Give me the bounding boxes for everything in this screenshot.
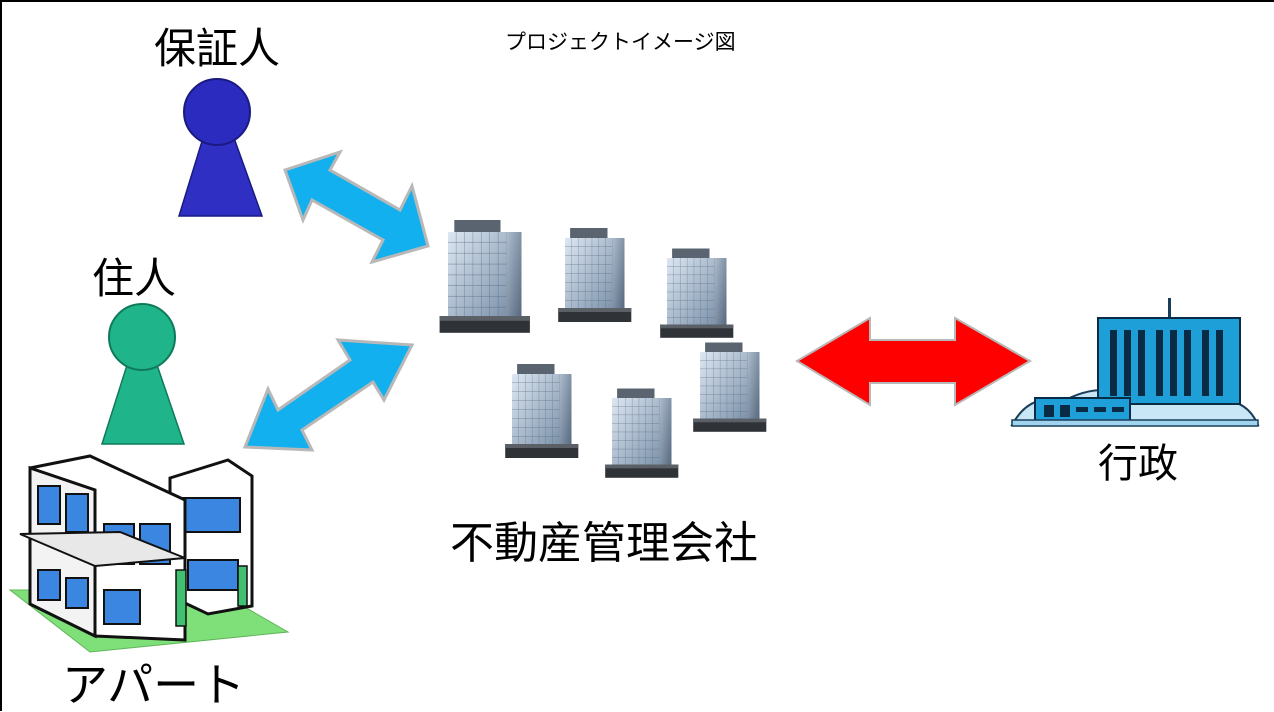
office-buildings-icon [439, 220, 767, 478]
apartment-label: アパート [62, 658, 246, 712]
guarantor-company-arrow [283, 149, 430, 265]
resident-label: 住人 [92, 254, 177, 303]
resident-person-icon [100, 303, 186, 445]
company-government-arrow [795, 316, 1032, 407]
apartment-building-icon [8, 454, 290, 653]
guarantor-person-icon [177, 78, 264, 217]
resident-company-arrow [242, 338, 415, 452]
guarantor-label: 保証人 [154, 24, 281, 73]
government-building-icon [1010, 298, 1260, 427]
company-label: 不動産管理会社 [450, 518, 758, 569]
government-label: 行政 [1098, 441, 1178, 487]
diagram-title: プロジェクトイメージ図 [505, 30, 736, 54]
